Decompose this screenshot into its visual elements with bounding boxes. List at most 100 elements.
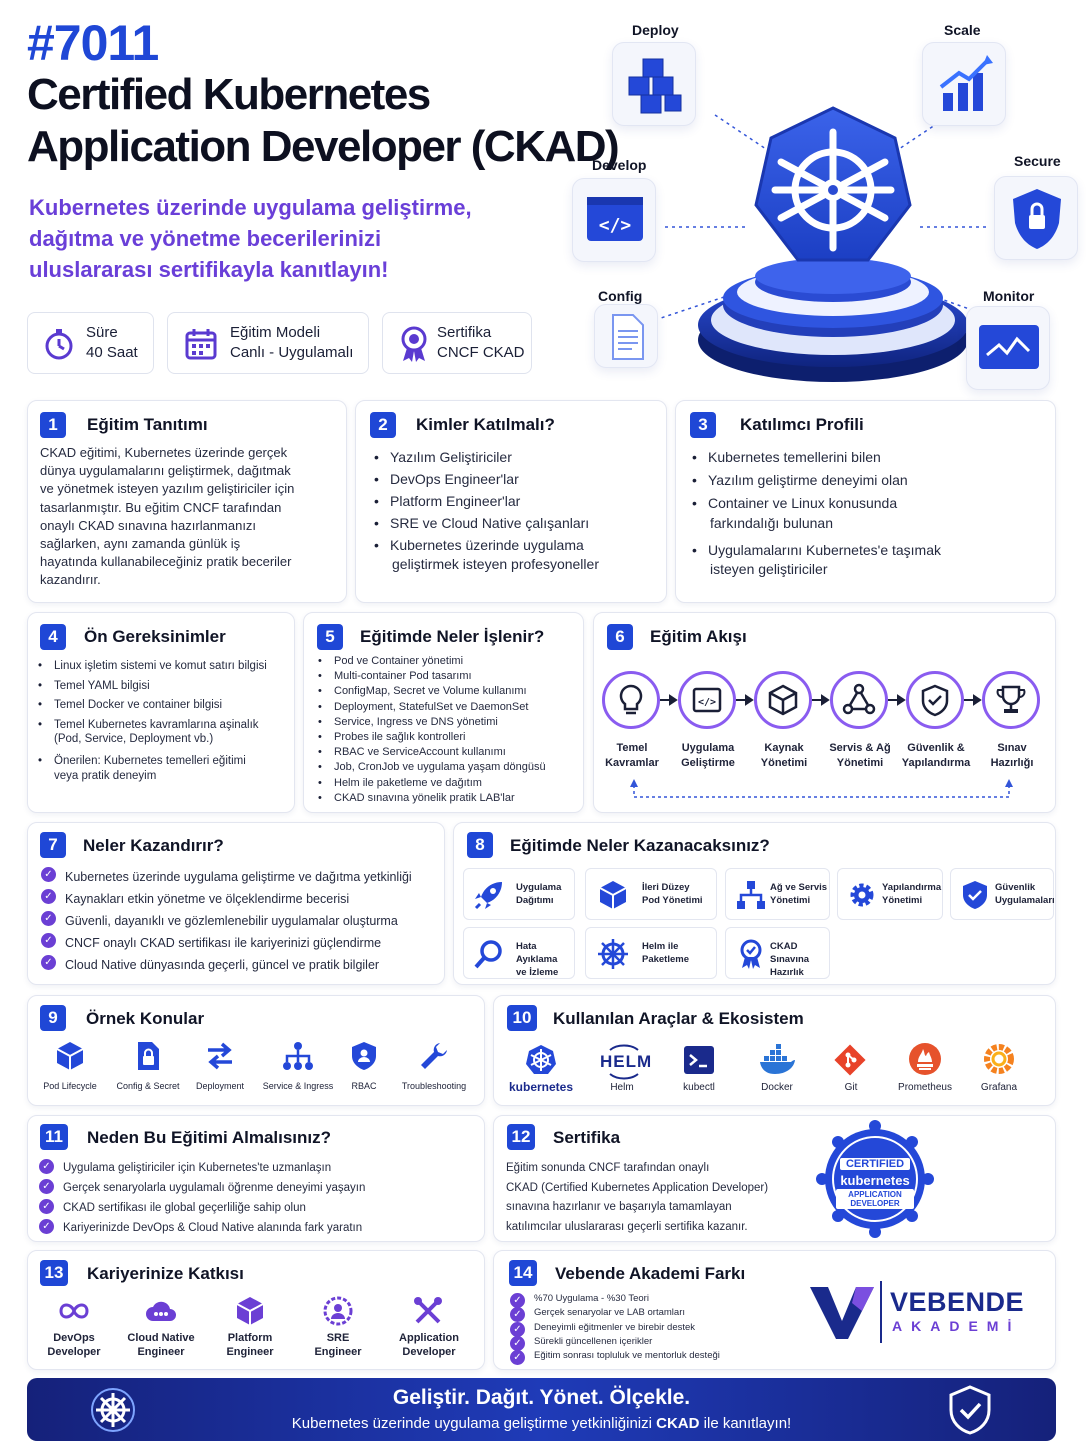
tool-label: Grafana xyxy=(980,1082,1018,1093)
cert-line: CKAD (Certified Kubernetes Application D… xyxy=(506,1181,769,1194)
flow-label-line: Yönetimi xyxy=(760,757,808,769)
docker-icon xyxy=(760,1044,795,1074)
section-number: 8 xyxy=(467,832,493,858)
flow-step xyxy=(906,671,964,729)
career-line: Developer xyxy=(47,1346,101,1358)
footer-headline: Geliştir. Dağıt. Yönet. Ölçekle. xyxy=(392,1386,691,1409)
intro-line: sağlarken, aynı zamanda günlük iş xyxy=(40,536,241,552)
list-item: Container ve Linux konusunda xyxy=(688,492,908,515)
flow-connectors xyxy=(630,694,1013,798)
topic-label: Pod Lifecycle xyxy=(43,1081,97,1091)
list-item: %70 Uygulama - %30 Teori xyxy=(510,1292,720,1309)
card-sample-topics: 9 Örnek Konular Pod Lifecycle Config & S… xyxy=(27,995,485,1106)
list-item: Service, Ingress ve DNS yönetimi xyxy=(314,715,546,730)
section-number: 12 xyxy=(507,1124,535,1150)
model-box: Eğitim Modeli Canlı - Uygulamalı xyxy=(167,312,369,374)
secure-tile xyxy=(994,176,1078,260)
hero-illustration xyxy=(654,106,1001,382)
calendar-icon xyxy=(185,329,217,360)
wrench-icon xyxy=(421,1043,447,1069)
list-item: Önerilen: Kubernetes temelleri eğitimi xyxy=(34,752,246,771)
flow-label-line: Servis & Ağ xyxy=(829,742,891,754)
code-window-icon: </> xyxy=(587,197,643,241)
helm-icon: HELM xyxy=(600,1052,653,1071)
section-number: 7 xyxy=(40,832,66,858)
prereq-list-2: Önerilen: Kubernetes temelleri eğitimi xyxy=(34,752,246,771)
flow-step xyxy=(830,671,888,729)
gain-line: Uygulamaları xyxy=(995,895,1055,906)
gain-line: Güvenlik xyxy=(995,882,1036,893)
list-item: Uygulamalarını Kubernetes'e taşımak xyxy=(688,539,941,561)
list-item: Güvenli, dayanıklı ve gözlemlenebilir uy… xyxy=(41,910,412,932)
career-line: Developer xyxy=(402,1346,456,1358)
intro-line: onaylı CKAD sınavına hazırlanmanızı xyxy=(40,517,257,533)
tool-label: Prometheus xyxy=(898,1082,952,1093)
footer-sub-post: ile kanıtlayın! xyxy=(699,1415,792,1432)
page-title-line1: Certified Kubernetes xyxy=(27,70,431,119)
flow-label-line: Hazırlığı xyxy=(990,757,1034,769)
list-item: Eğitim sonrası topluluk ve mentorluk des… xyxy=(510,1349,720,1366)
monitor-chart-icon xyxy=(979,325,1039,369)
intro-line: kazandırır. xyxy=(40,572,101,588)
terminal-icon xyxy=(684,1046,714,1074)
stopwatch-icon xyxy=(45,329,73,360)
list-item: Temel Docker ve container bilgisi xyxy=(34,696,267,716)
hero-label-deploy: Deploy xyxy=(632,22,679,38)
footer-sub-pre: Kubernetes üzerinde uygulama geliştirme … xyxy=(291,1415,657,1432)
tool-label: Docker xyxy=(761,1082,793,1093)
model-value: Canlı - Uygulamalı xyxy=(230,344,354,361)
list-item: RBAC ve ServiceAccount kullanımı xyxy=(314,745,546,760)
subtitle-line2: dağıtma ve yönetme becerilerinizi xyxy=(29,226,382,251)
helm-wheel-icon xyxy=(598,939,628,969)
duration-label: Süre xyxy=(86,324,118,341)
section-number: 5 xyxy=(317,624,343,650)
gain-line: Yönetimi xyxy=(882,895,923,906)
logo-divider xyxy=(880,1281,882,1343)
rocket-icon xyxy=(474,882,502,910)
hero-label-develop: Develop xyxy=(592,157,647,173)
tool-label: kubernetes xyxy=(508,1080,574,1094)
list-item: Cloud Native dünyasında geçerli, güncel … xyxy=(41,954,412,976)
model-label: Eğitim Modeli xyxy=(230,324,321,341)
card-training-flow: 6 Eğitim Akışı </> xyxy=(593,612,1056,813)
section-number: 13 xyxy=(40,1260,68,1286)
list-item: DevOps Engineer'lar xyxy=(370,468,589,490)
intro-text: CKAD eğitimi, Kubernetes üzerinde gerçek… xyxy=(40,444,340,590)
topics-list: Pod ve Container yönetimi Multi-containe… xyxy=(314,654,546,806)
document-icon xyxy=(612,314,644,360)
section-title: Kullanılan Araçlar & Ekosistem xyxy=(553,1009,804,1028)
card-benefits: 7 Neler Kazandırır? Kubernetes üzerinde … xyxy=(27,822,445,985)
gain-line: Helm ile xyxy=(642,941,679,952)
list-item-continued: (Pod, Service, Deployment vb.) xyxy=(54,733,214,745)
section-title: Eğitimde Neler Kazanacaksınız? xyxy=(510,836,770,855)
svg-text:</>: </> xyxy=(698,697,716,708)
badge-kubernetes: kubernetes xyxy=(840,1173,910,1188)
subtitle-line1: Kubernetes üzerinde uygulama geliştirme, xyxy=(29,195,472,220)
doc-number: #7011 xyxy=(27,15,159,71)
shield-icon xyxy=(921,684,949,717)
list-item: Gerçek senaryolar ve LAB ortamları xyxy=(510,1306,720,1323)
topic-label: RBAC xyxy=(351,1081,377,1091)
certificate-label: Sertifika xyxy=(437,324,492,341)
career-line: Engineer xyxy=(137,1346,185,1358)
why-list: Uygulama geliştiriciler için Kubernetes'… xyxy=(39,1158,365,1238)
profile-list: Kubernetes temellerini bilen Yazılım gel… xyxy=(688,446,908,515)
section-title: Örnek Konular xyxy=(86,1009,205,1028)
cube-icon xyxy=(236,1297,264,1325)
gain-line: İleri Düzey xyxy=(642,882,690,893)
flow-step: </> xyxy=(678,671,736,729)
badge-line: APPLICATION xyxy=(848,1190,902,1199)
card-who-should-attend: 2 Kimler Katılmalı? Yazılım Geliştiricil… xyxy=(355,400,667,603)
arrows-icon xyxy=(208,1042,232,1070)
list-item: Deployment, StatefulSet ve DaemonSet xyxy=(314,700,546,715)
magnifier-icon xyxy=(474,940,502,969)
